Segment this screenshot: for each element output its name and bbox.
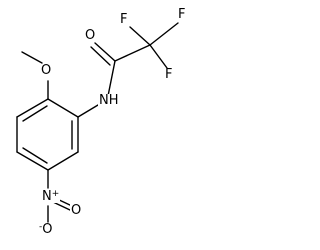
nitro-nitrogen-label: N+ <box>41 189 61 204</box>
amide-nitrogen-label: NH <box>98 93 120 108</box>
bond-carbonyl-n <box>107 60 116 97</box>
bond-cf3-f1 <box>129 26 151 46</box>
carbonyl-oxygen-label: O <box>84 28 97 43</box>
nitro-nitrogen-symbol: N <box>42 189 52 204</box>
fluorine-label-1: F <box>119 12 129 27</box>
nitro-oxygen-bottom-symbol: O <box>42 222 53 237</box>
ring-double-2 <box>22 105 48 122</box>
nitro-oxygen-top-label: O <box>70 203 83 218</box>
ring-bond-5 <box>47 151 79 171</box>
methoxy-oxygen-label: O <box>40 63 53 78</box>
ring-double-3 <box>22 147 48 164</box>
fluorine-label-2: F <box>177 7 187 22</box>
bond-cf3-carbonyl <box>114 44 151 62</box>
nitro-oxygen-bottom-charge: - <box>39 222 43 232</box>
nitro-oxygen-bottom-label: -O <box>38 222 54 237</box>
molecule-structure <box>16 22 179 223</box>
bond-cf3-f3 <box>149 44 168 69</box>
bond-carbonyl-o <box>94 42 116 62</box>
nitro-nitrogen-charge: + <box>51 189 60 199</box>
bond-nitro-o-top-second <box>52 201 71 211</box>
bond-cf3-f2 <box>149 22 179 46</box>
bond-methoxy-o-ch3 <box>21 51 43 64</box>
fluorine-label-3: F <box>164 67 174 82</box>
ring-bond-1 <box>47 98 79 118</box>
ring-bond-4 <box>16 151 49 171</box>
ring-bond-2 <box>16 98 49 118</box>
bond-n-ring <box>77 104 99 118</box>
bond-carbonyl-o-second <box>90 46 111 66</box>
